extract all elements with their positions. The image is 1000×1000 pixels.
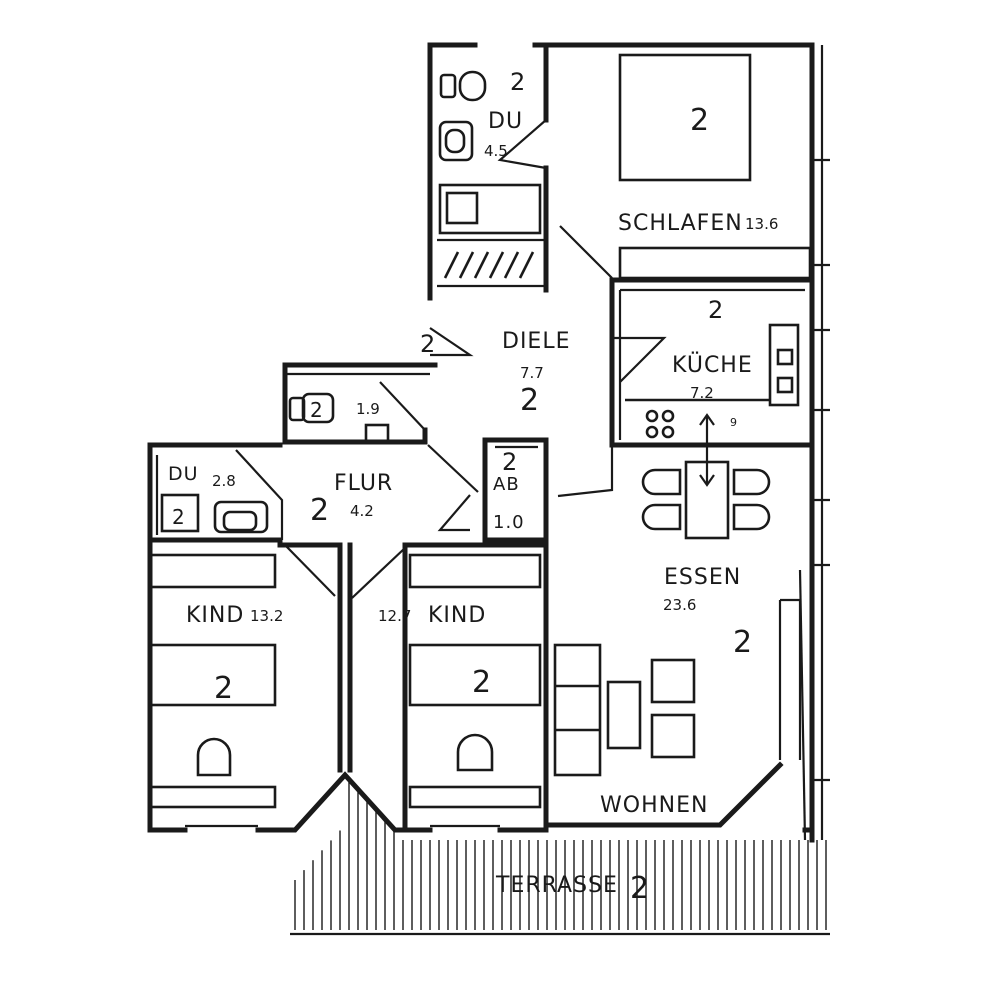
du-top-area: 4.5: [484, 142, 508, 160]
du-top-marker: 2: [510, 68, 525, 96]
du-small-label: DU: [168, 463, 199, 485]
schlafen-label: SCHLAFEN: [618, 211, 743, 236]
essen-area: 23.6: [663, 596, 696, 614]
wohnen-label: WOHNEN: [600, 793, 708, 818]
entrance-marker: 2: [420, 330, 435, 358]
essen-label: ESSEN: [664, 565, 741, 590]
kind-left-marker: 2: [214, 671, 233, 706]
wc-area: 1.9: [356, 400, 380, 418]
wc-marker-box: [301, 392, 335, 424]
kind-left-label: KIND: [186, 603, 244, 628]
schlafen-area: 13.6: [745, 215, 778, 233]
ab-marker: 2: [502, 448, 517, 476]
terrasse-label: TERRASSE: [495, 873, 618, 898]
diele-label: DIELE: [502, 329, 571, 354]
kind-left-area: 13.2: [250, 607, 283, 625]
du-top-label: DU: [488, 109, 523, 134]
terrace-hatching: [294, 780, 827, 930]
double-arrow-icon: [699, 413, 715, 487]
flur-area: 4.2: [350, 502, 374, 520]
du-small-area: 2.8: [212, 472, 236, 490]
schlafen-marker: 2: [690, 103, 709, 138]
flur-label: FLUR: [334, 471, 393, 496]
diele-marker: 2: [520, 383, 539, 418]
terrasse-marker: 2: [630, 871, 649, 906]
fixtures: [148, 53, 812, 809]
kueche-marker: 2: [708, 296, 723, 324]
ab-area: 1.0: [493, 512, 525, 533]
ab-label: AB: [493, 474, 520, 495]
kueche-label: KÜCHE: [672, 352, 753, 378]
door-swings: [235, 119, 667, 599]
diele-area: 7.7: [520, 364, 544, 382]
kitchen-mark: 9: [730, 416, 737, 429]
essen-marker: 2: [733, 625, 752, 660]
kind-right-area: 12.7: [378, 607, 411, 625]
walls: [147, 42, 830, 843]
kind-right-label: KIND: [428, 603, 486, 628]
wc-marker: 2: [310, 398, 323, 422]
kueche-area: 7.2: [690, 384, 714, 402]
du-small-marker: 2: [172, 505, 185, 529]
kind-right-marker: 2: [472, 665, 491, 700]
flur-marker: 2: [310, 493, 329, 528]
